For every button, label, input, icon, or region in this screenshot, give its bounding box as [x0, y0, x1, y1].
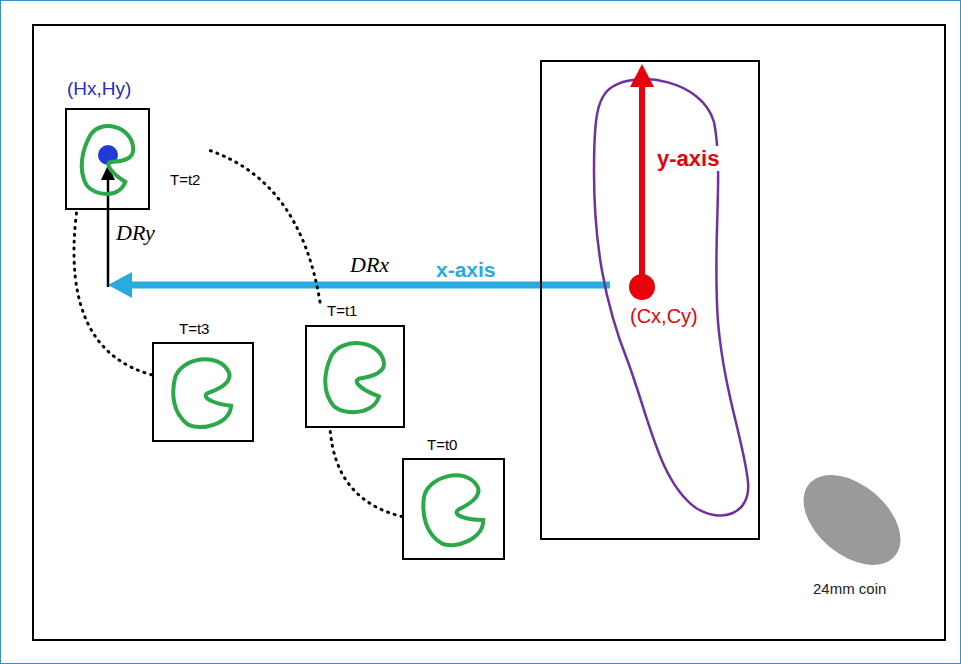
trajectory-connector [207, 150, 320, 302]
green-outline [79, 122, 136, 198]
time-label: T=t2 [170, 171, 200, 188]
tracked-box: T=t0 [402, 436, 505, 560]
dotted-trajectory [207, 150, 320, 302]
tracked-shape [307, 327, 403, 426]
tracked-box: T=t1 [305, 302, 405, 428]
tracked-box: T=t3 [152, 320, 254, 442]
x-axis-arrow [126, 282, 610, 289]
dotted-trajectory [330, 428, 402, 517]
y-axis-arrow [639, 84, 645, 287]
time-label: T=t0 [427, 436, 457, 453]
center-coordinate: (Cx,Cy) [630, 305, 698, 328]
axis-label: x-axis [436, 258, 496, 282]
frame-box [65, 108, 150, 210]
time-label: T=t1 [327, 302, 357, 319]
heel-coordinate: (Hx,Hy) [67, 78, 131, 100]
distance-label: DRy [116, 220, 155, 245]
foot-box: y-axis (Cx,Cy) [540, 60, 760, 540]
foot-illustration [542, 62, 758, 538]
coin-label: 24mm coin [813, 580, 886, 597]
green-outline [166, 354, 239, 432]
coin-reference: 24mm coin [785, 462, 920, 612]
distance-label: DRx [350, 252, 389, 277]
time-label: T=t3 [179, 320, 209, 337]
trajectory-connector [330, 428, 402, 517]
green-outline [414, 468, 493, 552]
tracked-shape [67, 110, 148, 208]
tracked-box: (Hx,Hy) T=t2 [62, 78, 207, 213]
frame-box [305, 325, 405, 428]
y-axis-arrowhead [630, 64, 654, 87]
coin-shape [787, 462, 918, 583]
center-point [629, 274, 655, 300]
tracked-shape [404, 460, 503, 558]
x-axis-arrowhead [108, 272, 132, 298]
tracked-shape [154, 344, 252, 440]
green-outline [325, 343, 384, 412]
outer-frame [33, 25, 945, 640]
frame-box [152, 342, 254, 442]
foot-outline [594, 79, 748, 515]
frame-box [402, 458, 505, 560]
axis-label: y-axis [655, 146, 721, 171]
